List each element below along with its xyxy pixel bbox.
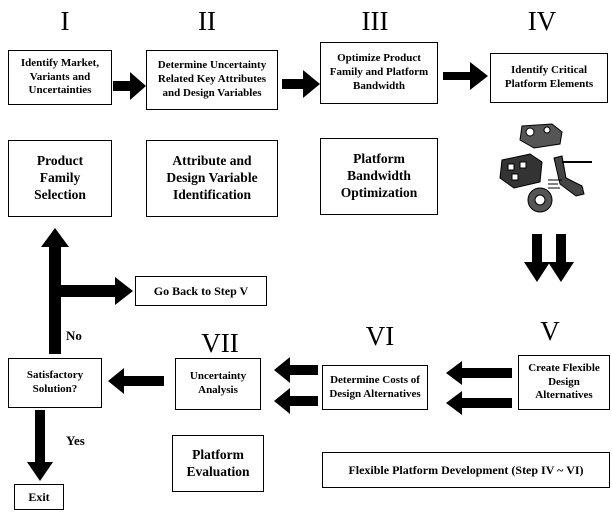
decision-box: Satisfactory Solution? xyxy=(8,358,102,408)
step-1-box: Identify Market, Variants and Uncertaint… xyxy=(8,50,112,105)
step-4-box: Identify Critical Platform Elements xyxy=(490,53,608,103)
step-7-subtitle: Platform Evaluation xyxy=(186,446,250,479)
step-2-numeral: II xyxy=(198,6,216,36)
step-5-numeral: V xyxy=(540,316,560,346)
step-1-subtitle: Product Family Selection xyxy=(34,153,86,202)
step-7-box: Uncertainty Analysis xyxy=(175,358,261,410)
exit-label: Exit xyxy=(28,489,50,504)
step-3-subtitle: Platform Bandwidth Optimization xyxy=(340,151,418,200)
go-back-label: Go Back to Step V xyxy=(153,283,249,298)
left-arrow-vi-to-vii-top xyxy=(274,357,318,383)
arrow-vii-to-decision xyxy=(108,368,164,394)
left-arrow-v-to-vi-top xyxy=(446,361,512,385)
arrow-no-up xyxy=(41,228,69,354)
left-arrow-v-to-vi-bottom xyxy=(446,391,512,415)
step-3-numeral: III xyxy=(361,6,389,36)
left-arrow-vi-to-vii-bottom xyxy=(274,388,318,414)
step-2-subtitle: Attribute and Design Variable Identifica… xyxy=(166,153,258,202)
step-4-title: Identify Critical Platform Elements xyxy=(504,64,594,90)
step-5-box: Create Flexible Design Alternatives xyxy=(518,355,610,410)
step-2-subtitle-box: Attribute and Design Variable Identifica… xyxy=(146,140,278,217)
exit-box: Exit xyxy=(14,484,64,510)
no-label: No xyxy=(66,328,82,343)
arrow-yes-down xyxy=(27,410,53,481)
step-1-subtitle-box: Product Family Selection xyxy=(8,140,112,217)
step-2-box: Determine Uncertainty Related Key Attrib… xyxy=(146,50,278,110)
flexible-development-box: Flexible Platform Development (Step IV ~… xyxy=(322,452,610,488)
arrow-go-back xyxy=(61,277,133,305)
step-2-title: Determine Uncertainty Related Key Attrib… xyxy=(157,59,267,99)
step-7-subtitle-box: Platform Evaluation xyxy=(172,435,264,492)
arrow-step3-to-step4 xyxy=(443,62,488,90)
step-6-numeral: VI xyxy=(365,321,395,351)
step-1-numeral: I xyxy=(60,6,70,36)
down-arrow-right xyxy=(548,234,574,282)
step-7-title: Uncertainty Analysis xyxy=(189,370,247,396)
engine-components-illustration xyxy=(499,123,592,213)
step-3-subtitle-box: Platform Bandwidth Optimization xyxy=(320,138,438,215)
step-3-box: Optimize Product Family and Platform Ban… xyxy=(320,42,438,104)
step-6-title: Determine Costs of Design Alternatives xyxy=(329,373,421,400)
flexible-development-label: Flexible Platform Development (Step IV ~… xyxy=(348,462,584,477)
step-3-title: Optimize Product Family and Platform Ban… xyxy=(329,52,429,92)
step-1-title: Identify Market, Variants and Uncertaint… xyxy=(20,56,100,97)
go-back-box: Go Back to Step V xyxy=(135,276,267,306)
yes-label: Yes xyxy=(66,433,85,448)
down-arrow-left xyxy=(524,234,550,282)
step-7-numeral: VII xyxy=(201,328,239,358)
arrow-step2-to-step3 xyxy=(282,70,320,98)
step-4-numeral: IV xyxy=(527,6,557,36)
step-6-box: Determine Costs of Design Alternatives xyxy=(322,365,428,410)
step-5-title: Create Flexible Design Alternatives xyxy=(528,361,600,402)
arrow-step1-to-step2 xyxy=(113,72,146,100)
decision-title: Satisfactory Solution? xyxy=(26,369,84,395)
